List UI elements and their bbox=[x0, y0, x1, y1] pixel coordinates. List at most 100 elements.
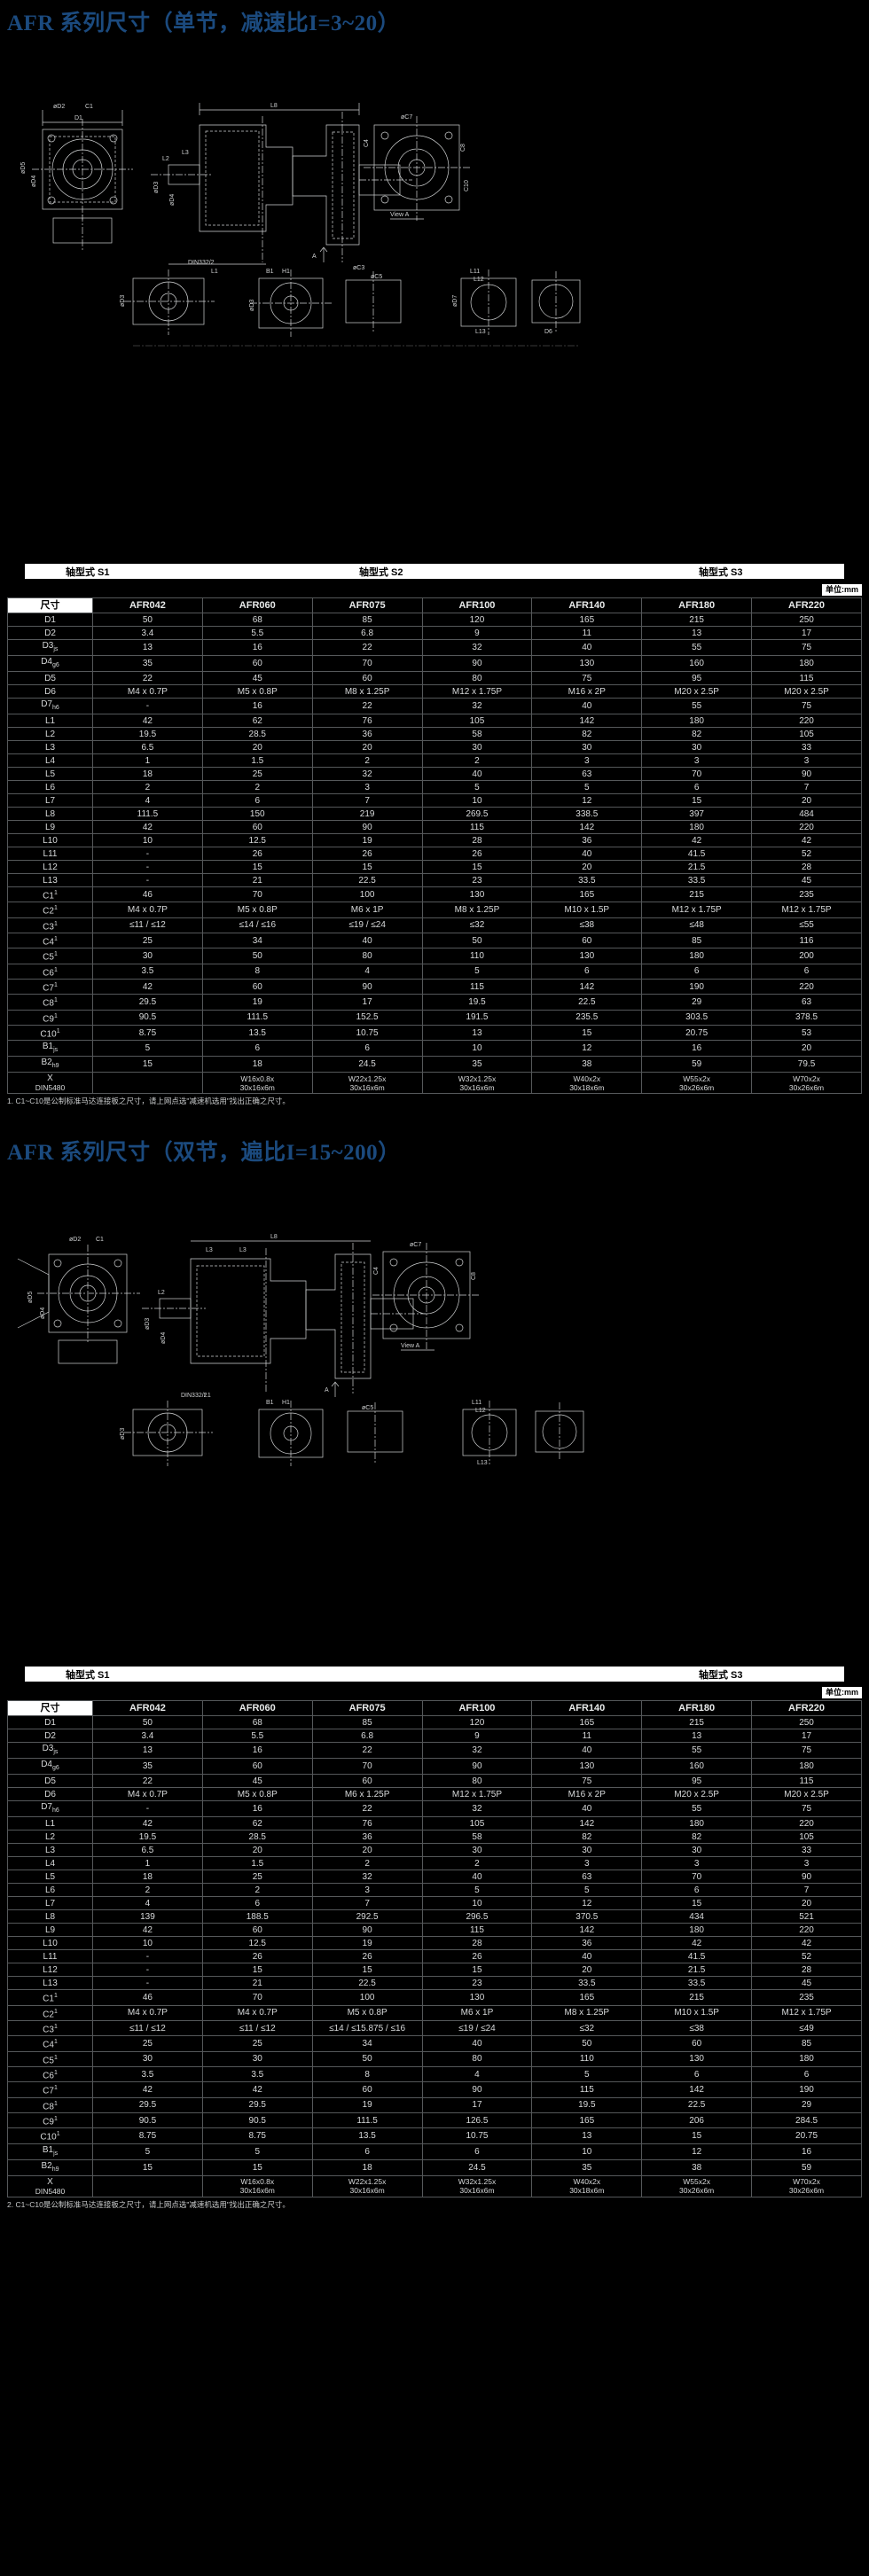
table-cell: 40 bbox=[421, 1870, 533, 1885]
table-cell: 42 bbox=[92, 2081, 203, 2098]
table-cell: 90.5 bbox=[92, 1009, 203, 1026]
table-cell: 29.5 bbox=[92, 2096, 203, 2113]
table-cell: ≤38 bbox=[641, 2019, 753, 2037]
table-cell: 120 bbox=[421, 1715, 533, 1730]
table-cell: M20 x 2.5P bbox=[641, 1787, 753, 1802]
table-cell: 250 bbox=[751, 1715, 862, 1730]
svg-text:L2: L2 bbox=[158, 1290, 165, 1296]
table-cell: 5 bbox=[92, 2143, 203, 2160]
table-cell: 16 bbox=[751, 2143, 862, 2160]
table-cell: M20 x 2.5P bbox=[751, 1787, 862, 1802]
table-cell: 6 bbox=[421, 2143, 533, 2160]
table-cell: 130 bbox=[531, 1758, 643, 1776]
table-cell: 2 bbox=[311, 753, 423, 768]
table-cell: 26 bbox=[421, 1949, 533, 1964]
svg-text:L13: L13 bbox=[475, 329, 486, 335]
table-cell: 28 bbox=[421, 1936, 533, 1951]
table-cell: 3 bbox=[641, 1856, 753, 1871]
table-cell: 165 bbox=[531, 1989, 643, 2006]
table-cell: M10 x 1.5P bbox=[531, 902, 643, 918]
table-cell: 126.5 bbox=[421, 2112, 533, 2129]
table-cell: ≤19 / ≤24 bbox=[421, 2019, 533, 2037]
table-cell: 90 bbox=[421, 655, 533, 672]
table-cell: 2 bbox=[421, 753, 533, 768]
table-cell: 85 bbox=[311, 613, 423, 627]
table-cell: 15 bbox=[311, 860, 423, 874]
row-label: L6 bbox=[7, 1883, 93, 1898]
shaft-type-s3-label-double: 轴型式 S3 bbox=[699, 1670, 743, 1682]
page-title-single: AFR 系列尺寸（单节，减速比I=3~20） bbox=[7, 12, 401, 35]
table-cell: 284.5 bbox=[751, 2112, 862, 2129]
table-cell: M8 x 1.25P bbox=[531, 2004, 643, 2021]
table-cell: 142 bbox=[531, 1923, 643, 1938]
table-cell: 29.5 bbox=[92, 994, 203, 1011]
table-cell: 25 bbox=[92, 932, 203, 949]
table-cell: 45 bbox=[201, 1774, 313, 1789]
spec-table-single: 尺寸 AFR042 AFR060 AFR075 AFR100 AFR140 AF… bbox=[7, 597, 862, 1095]
table-cell: 190 bbox=[751, 2081, 862, 2098]
table-cell: 70 bbox=[201, 886, 313, 903]
svg-text:C4: C4 bbox=[364, 139, 370, 147]
table-cell: 15 bbox=[531, 1024, 643, 1042]
shaft-type-s2-label: 轴型式 S2 bbox=[359, 567, 403, 578]
table-cell: 76 bbox=[311, 714, 423, 728]
table-cell: 22.5 bbox=[311, 873, 423, 887]
table-cell: 115 bbox=[531, 2081, 643, 2098]
table-cell: ≤11 / ≤12 bbox=[201, 2019, 313, 2037]
table-cell: 28.5 bbox=[201, 1830, 313, 1845]
row-label: D4g6 bbox=[7, 655, 93, 672]
table-cell: 139 bbox=[92, 1909, 203, 1924]
table-cell: 46 bbox=[92, 886, 203, 903]
row-label: D3js bbox=[7, 1742, 93, 1760]
row-label: D6 bbox=[7, 1787, 93, 1802]
table-cell: 42 bbox=[92, 978, 203, 995]
table-cell: ≤55 bbox=[751, 917, 862, 933]
table-cell: M12 x 1.75P bbox=[751, 902, 862, 918]
table-cell: 15 bbox=[92, 1056, 203, 1073]
table-cell: 24.5 bbox=[311, 1056, 423, 1073]
table-cell: 10 bbox=[421, 793, 533, 808]
row-label: L9 bbox=[7, 820, 93, 834]
table-cell: 115 bbox=[421, 978, 533, 995]
table-cell: 6.8 bbox=[311, 1729, 423, 1744]
table-cell: 50 bbox=[92, 613, 203, 627]
table-cell: 215 bbox=[641, 613, 753, 627]
table-cell: ≤11 / ≤12 bbox=[92, 917, 203, 933]
table-cell: 70 bbox=[201, 1989, 313, 2006]
table-cell: M8 x 1.25P bbox=[311, 684, 423, 699]
row-label: C31 bbox=[7, 917, 93, 933]
table-cell: 3 bbox=[311, 1883, 423, 1898]
table-cell: 20.75 bbox=[641, 1024, 753, 1042]
table-cell: 25 bbox=[92, 2035, 203, 2052]
table-cell: ≤11 / ≤12 bbox=[92, 2019, 203, 2037]
table-cell: 80 bbox=[421, 2050, 533, 2067]
row-label: D1 bbox=[7, 1715, 93, 1730]
table-cell: 70 bbox=[311, 655, 423, 672]
column-header: AFR140 bbox=[531, 597, 643, 613]
table-cell: ≤14 / ≤15.875 / ≤16 bbox=[311, 2019, 423, 2037]
table-cell: 5 bbox=[421, 780, 533, 794]
row-label: C31 bbox=[7, 2019, 93, 2037]
table-cell: 38 bbox=[531, 1056, 643, 1073]
table-cell: 28 bbox=[751, 1963, 862, 1978]
table-cell: 30 bbox=[201, 2050, 313, 2067]
table-cell: 292.5 bbox=[311, 1909, 423, 1924]
column-header: AFR075 bbox=[311, 597, 423, 613]
row-label: C81 bbox=[7, 2096, 93, 2113]
table-cell: 75 bbox=[751, 1742, 862, 1760]
table-cell: 45 bbox=[751, 1976, 862, 1991]
table-cell: 3 bbox=[641, 753, 753, 768]
table-cell: 13.5 bbox=[201, 1024, 313, 1042]
row-label: L4 bbox=[7, 753, 93, 768]
table-cell: ≤32 bbox=[421, 917, 533, 933]
